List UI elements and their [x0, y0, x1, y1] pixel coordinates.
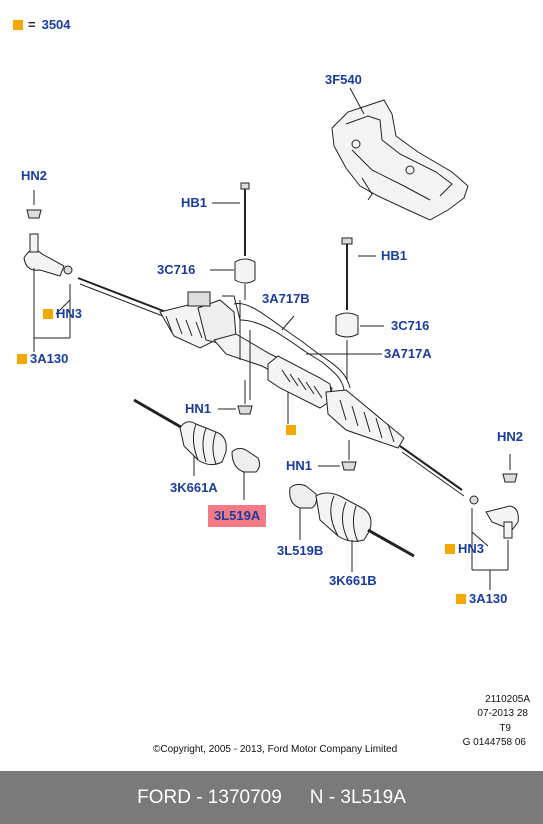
mount-bolt-bushing-right-drawing	[335, 237, 384, 380]
label-hb1-right[interactable]: HB1	[381, 248, 408, 263]
footer-bar: FORD - 1370709 N - 3L519A	[0, 771, 543, 824]
label-3k661a[interactable]: 3K661A	[170, 480, 218, 495]
label-3a130-right[interactable]: 3A130	[456, 591, 507, 607]
label-3c716-right[interactable]: 3C716	[391, 318, 430, 333]
label-3k661b[interactable]: 3K661B	[329, 573, 377, 588]
inner-tie-rod-right-drawing	[289, 483, 415, 572]
meta-type: T9	[499, 723, 511, 734]
hn3-left-marker-icon	[43, 309, 53, 319]
meta-code: 2110205A	[485, 694, 530, 705]
mount-bolt-bushing-left-drawing	[210, 182, 256, 300]
meta-ref: G 0144758 06	[462, 737, 526, 748]
footer-reference: N - 3L519A	[309, 786, 406, 808]
footer-part-number: FORD - 1370709	[137, 786, 282, 808]
label-hn3-right[interactable]: HN3	[445, 541, 484, 557]
legend-code: 3504	[41, 17, 71, 32]
label-hn1-right[interactable]: HN1	[286, 458, 313, 473]
label-3f540[interactable]: 3F540	[325, 72, 362, 87]
label-hn2-right[interactable]: HN2	[497, 429, 524, 444]
legend-marker-icon	[13, 20, 23, 30]
label-hn2-left[interactable]: HN2	[21, 168, 48, 183]
label-3c716-top[interactable]: 3C716	[157, 262, 196, 277]
meta-date: 07-2013 28	[477, 708, 528, 719]
hn1-nuts-drawing	[218, 380, 357, 471]
label-3l519a-highlighted[interactable]: 3L519A	[208, 505, 267, 527]
label-3a130-left[interactable]: 3A130	[17, 351, 68, 367]
label-hn3-left[interactable]: HN3	[43, 306, 82, 322]
rack-marker-icon	[286, 425, 296, 435]
label-hn1-left[interactable]: HN1	[185, 401, 212, 416]
legend: = 3504	[13, 17, 71, 32]
legend-equals: =	[28, 17, 36, 32]
label-3l519b[interactable]: 3L519B	[277, 543, 324, 558]
label-3a717a[interactable]: 3A717A	[384, 346, 432, 361]
3a130-left-marker-icon	[17, 354, 27, 364]
label-hb1-top[interactable]: HB1	[181, 195, 208, 210]
copyright: ©Copyright, 2005 - 2013, Ford Motor Comp…	[153, 744, 398, 755]
inner-tie-rod-left-drawing	[133, 398, 261, 500]
heat-shield-3f540-drawing	[331, 87, 469, 221]
steering-rack-drawing	[77, 277, 465, 497]
label-3a717b[interactable]: 3A717B	[262, 291, 310, 306]
tie-rod-end-right-drawing	[469, 454, 519, 590]
tie-rod-end-left-drawing	[23, 190, 73, 352]
hn3-right-marker-icon	[445, 544, 455, 554]
parts-diagram	[23, 87, 519, 590]
3a130-right-marker-icon	[456, 594, 466, 604]
